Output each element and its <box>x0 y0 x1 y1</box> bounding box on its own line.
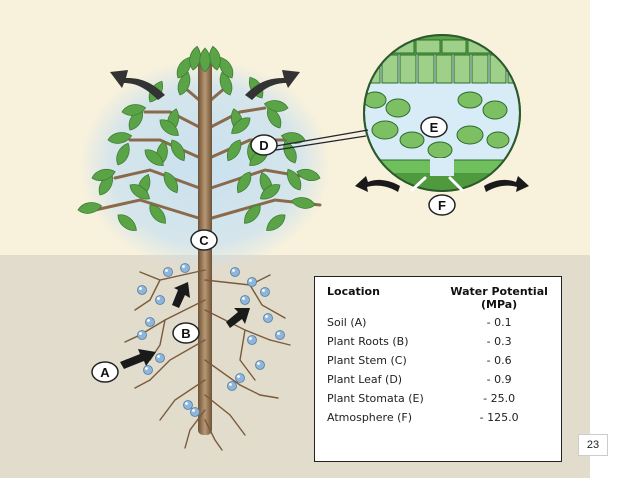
roots <box>124 269 291 451</box>
svg-text:E: E <box>430 120 439 135</box>
table-row: Plant Stomata (E) - 25.0 <box>315 390 561 409</box>
transpiration-arrows <box>110 70 300 100</box>
water-potential-table: Location Water Potential (MPa) Soil (A) … <box>314 276 562 462</box>
row-location: Atmosphere (F) <box>327 411 412 424</box>
table-row: Plant Roots (B) - 0.3 <box>315 333 561 352</box>
row-value: - 0.6 <box>486 354 512 367</box>
svg-text:A: A <box>100 365 110 380</box>
header-water-potential: Water Potential (MPa) <box>443 285 561 314</box>
label-f: F <box>428 194 456 216</box>
label-b: B <box>172 322 200 344</box>
svg-text:D: D <box>259 138 268 153</box>
leader-line-d <box>275 129 369 147</box>
row-value: - 125.0 <box>479 411 519 424</box>
label-e: E <box>420 116 448 138</box>
label-a: A <box>91 361 119 383</box>
row-value: - 0.9 <box>486 373 512 386</box>
row-location: Soil (A) <box>327 316 367 329</box>
label-c: C <box>190 229 218 251</box>
table-row: Plant Stem (C) - 0.6 <box>315 352 561 371</box>
uptake-arrows <box>120 282 250 369</box>
row-location: Plant Leaf (D) <box>327 373 403 386</box>
row-location: Plant Roots (B) <box>327 335 409 348</box>
row-value: - 0.3 <box>486 335 512 348</box>
table-row: Soil (A) - 0.1 <box>315 314 561 333</box>
leaf-cross-section <box>363 34 521 192</box>
table-row: Plant Leaf (D) - 0.9 <box>315 371 561 390</box>
header-potential-label: Water Potential <box>450 285 548 298</box>
table-row: Atmosphere (F) - 125.0 <box>315 409 561 428</box>
row-location: Plant Stomata (E) <box>327 392 424 405</box>
slide-page-number: 23 <box>578 434 608 456</box>
table-header-row: Location Water Potential (MPa) <box>315 285 561 314</box>
svg-text:B: B <box>181 326 190 341</box>
water-potential-grid: Location Water Potential (MPa) Soil (A) … <box>315 285 561 428</box>
plant-illustration: A B C D E F <box>76 34 529 451</box>
svg-text:F: F <box>438 198 446 213</box>
row-value: - 0.1 <box>486 316 512 329</box>
header-units: (MPa) <box>481 298 518 311</box>
label-d: D <box>250 134 278 156</box>
svg-text:C: C <box>199 233 209 248</box>
row-location: Plant Stem (C) <box>327 354 407 367</box>
right-margin <box>590 0 638 478</box>
header-location: Location <box>327 285 380 298</box>
evaporation-arrows <box>355 176 529 192</box>
row-value: - 25.0 <box>483 392 516 405</box>
